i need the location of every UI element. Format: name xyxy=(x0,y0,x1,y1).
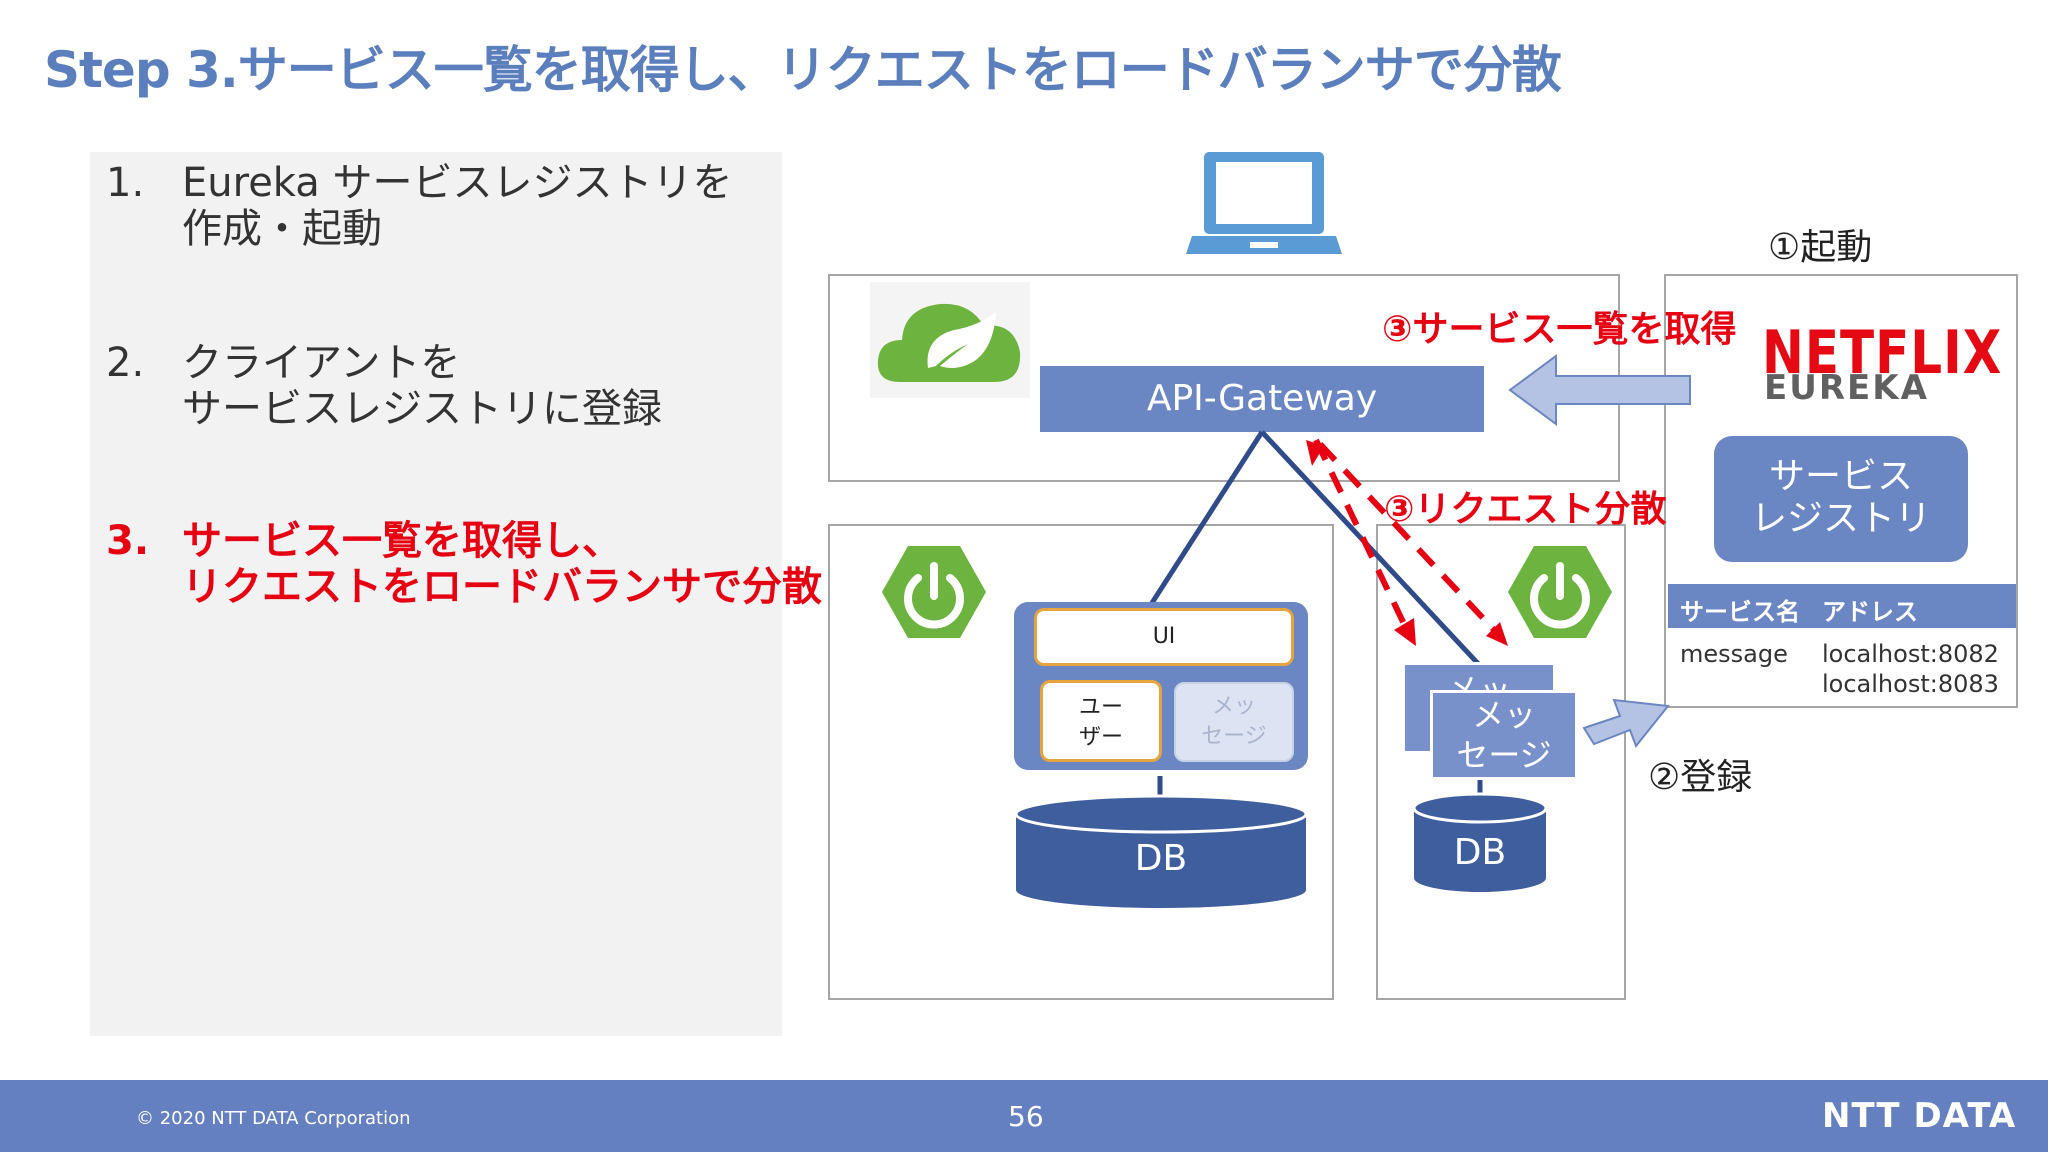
distribute-arrow-1 xyxy=(1313,438,1407,626)
db-right-label: DB xyxy=(1453,832,1507,873)
laptop-icon xyxy=(1186,152,1342,254)
message-component-faded: メッ セージ xyxy=(1174,682,1294,762)
msg-front-line2: セージ xyxy=(1456,736,1552,774)
slide-title: Step 3.サービス一覧を取得し、リクエストをロードバランサで分散 xyxy=(44,41,1562,99)
step-2-text: クライアントを サービスレジストリに登録 xyxy=(182,340,662,432)
header-service-name: サービス名 xyxy=(1680,598,1800,626)
register-arrow xyxy=(1582,698,1670,748)
user-box-line2: ザー xyxy=(1078,725,1123,750)
step-3-line2: リクエストをロードバランサで分散 xyxy=(182,564,822,610)
spring-boot-icon-right xyxy=(1508,546,1612,638)
gateway-to-ui-line xyxy=(1147,430,1265,608)
faded-msg-line2: セージ xyxy=(1201,724,1267,749)
user-component-box: ユー ザー xyxy=(1040,680,1162,762)
registry-line1: サービス xyxy=(1768,456,1913,497)
spring-boot-icon-left xyxy=(882,546,986,638)
ntt-data-logo: NTT DATA xyxy=(1822,1096,2017,1136)
header-address: アドレス xyxy=(1822,598,1918,626)
db-cylinder-left xyxy=(1014,794,1308,908)
ui-component-box: UI xyxy=(1034,608,1294,666)
spring-cloud-icon xyxy=(870,282,1030,398)
distribute-label: ③リクエスト分散 xyxy=(1384,489,1667,530)
step-3-line1: サービス一覧を取得し、 xyxy=(182,518,622,564)
step-2-number: 2. xyxy=(106,340,145,386)
distribute-arrow-2 xyxy=(1317,441,1499,635)
registry-table-header: サービス名 アドレス xyxy=(1668,584,2016,628)
step-3-text: サービス一覧を取得し、 リクエストをロードバランサで分散 xyxy=(182,518,822,610)
step-1-line2: 作成・起動 xyxy=(182,206,382,252)
msg-front-line1: メッ xyxy=(1471,696,1536,734)
start-label: ①起動 xyxy=(1768,227,1873,268)
fetch-list-arrow xyxy=(1508,354,1691,426)
step-1-line1: Eureka サービスレジストリを xyxy=(182,160,733,206)
gateway-to-message-line xyxy=(1260,430,1486,672)
step-3-number: 3. xyxy=(106,518,150,564)
faded-msg-line1: メッ xyxy=(1211,694,1256,719)
footer-bar xyxy=(0,1080,2048,1152)
step-2-line2: サービスレジストリに登録 xyxy=(182,386,662,432)
user-box-line1: ユー xyxy=(1078,695,1123,720)
table-cell-address-1: localhost:8082 xyxy=(1822,640,1999,668)
fetch-list-label: ③サービス一覧を取得 xyxy=(1382,309,1737,350)
step-2-line1: クライアントを xyxy=(182,340,461,386)
ui-service-frame xyxy=(828,524,1334,1000)
register-label: ②登録 xyxy=(1648,757,1753,798)
message-service-instance-front: メッ セージ xyxy=(1430,690,1578,780)
registry-frame xyxy=(1664,274,2018,708)
db-left-label: DB xyxy=(1134,838,1188,879)
api-gateway-box: API-Gateway xyxy=(1040,366,1484,432)
service-registry-box: サービス レジストリ xyxy=(1714,436,1968,562)
table-cell-address-2: localhost:8083 xyxy=(1822,670,1999,698)
table-cell-service: message xyxy=(1680,640,1788,668)
netflix-logo: NETFLIX xyxy=(1762,318,2003,388)
copyright-text: © 2020 NTT DATA Corporation xyxy=(136,1108,411,1129)
message-service-frame xyxy=(1376,524,1626,1000)
page-number: 56 xyxy=(1008,1100,1044,1133)
registry-line2: レジストリ xyxy=(1750,498,1931,539)
db-cylinder-right xyxy=(1412,792,1548,892)
step-1-text: Eureka サービスレジストリを 作成・起動 xyxy=(182,160,733,252)
eureka-logo: EUREKA xyxy=(1764,368,1929,408)
steps-panel: 1. Eureka サービスレジストリを 作成・起動 2. クライアントを サー… xyxy=(90,152,822,1036)
step-1-number: 1. xyxy=(106,160,145,206)
